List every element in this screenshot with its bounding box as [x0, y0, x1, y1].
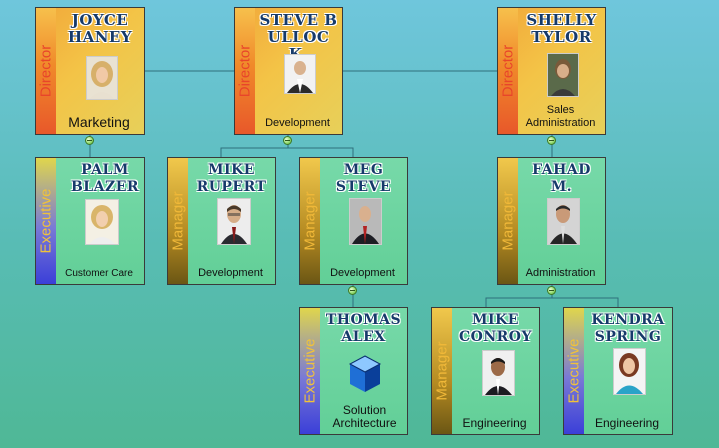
role-bar [300, 308, 320, 434]
role-label: Executive [565, 338, 583, 404]
department-label: Marketing [68, 114, 130, 130]
link-fahad-kendra [552, 297, 619, 307]
person-name: FAHAD M. [532, 162, 591, 195]
person-photo [547, 198, 580, 245]
role-bar [168, 158, 188, 284]
node-shelly-tylor[interactable]: Director SHELLY TYLOR Sales Administrati… [497, 7, 606, 135]
role-label: Director [37, 44, 55, 98]
link-steve-meg [288, 147, 354, 157]
person-name: SHELLY TYLOR [526, 11, 597, 46]
collapse-toggle-joyce[interactable] [85, 136, 94, 145]
role-label: Director [236, 44, 254, 98]
node-mike-rupert[interactable]: Manager MIKE RUPERT Development [167, 157, 276, 285]
role-label: Executive [37, 188, 55, 254]
person-name: MEG STEVE [335, 162, 392, 195]
node-kendra-spring[interactable]: Executive KENDRA SPRING Engineering [563, 307, 673, 435]
role-label: Manager [433, 341, 451, 401]
node-meg-steve[interactable]: Manager MEG STEVE Development [299, 157, 408, 285]
department-label: Development [198, 267, 263, 279]
role-bar [300, 158, 320, 284]
role-bar [235, 8, 255, 134]
role-bar [36, 158, 56, 284]
node-mike-conroy[interactable]: Manager MIKE CONROY Engineering [431, 307, 540, 435]
person-name: MIKE CONROY [459, 312, 532, 345]
person-photo [284, 54, 316, 94]
role-label: Manager [169, 191, 187, 251]
person-name: THOMAS ALEX [325, 312, 402, 345]
role-bar [432, 308, 452, 434]
person-name: PALM BLAZER [70, 162, 140, 195]
person-name: JOYCE HANEY [67, 11, 133, 46]
node-palm-blazer[interactable]: Executive PALM BLAZER Customer Care [35, 157, 145, 285]
department-label: Development [265, 117, 330, 129]
department-label: Customer Care [65, 268, 133, 279]
node-thomas-alex[interactable]: Executive THOMAS ALEX Solution Architect… [299, 307, 408, 435]
role-label: Executive [301, 338, 319, 404]
role-bar [564, 308, 584, 434]
person-photo [85, 199, 119, 245]
node-fahad-m[interactable]: Manager FAHAD M. Administration [497, 157, 606, 285]
person-photo [349, 198, 382, 245]
collapse-toggle-fahad[interactable] [547, 286, 556, 295]
person-photo [482, 350, 515, 396]
department-label: Sales Administration [525, 104, 596, 129]
person-photo [217, 198, 251, 245]
role-label: Manager [301, 191, 319, 251]
department-label: Solution Architecture [332, 403, 397, 430]
role-label: Director [499, 44, 517, 98]
link-fahad-children [485, 285, 553, 307]
role-bar [498, 8, 518, 134]
department-label: Engineering [462, 416, 527, 430]
link-steve-children [220, 135, 289, 157]
node-joyce-haney[interactable]: Director JOYCE HANEY Marketing [35, 7, 145, 135]
role-label: Manager [499, 191, 517, 251]
collapse-toggle-shelly[interactable] [547, 136, 556, 145]
role-bar [36, 8, 56, 134]
role-bar [498, 158, 518, 284]
department-label: Development [330, 267, 395, 279]
person-photo [613, 348, 646, 395]
department-label: Administration [525, 267, 596, 279]
person-name: MIKE RUPERT [196, 162, 267, 195]
person-photo [86, 56, 118, 100]
node-steve-bullock[interactable]: Director STEVE BULLOC K. Development [234, 7, 343, 135]
collapse-toggle-steve[interactable] [283, 136, 292, 145]
person-name: KENDRA SPRING [591, 312, 665, 345]
collapse-toggle-meg[interactable] [348, 286, 357, 295]
person-photo [547, 53, 579, 97]
cube-icon [348, 354, 382, 394]
department-label: Engineering [594, 416, 660, 430]
